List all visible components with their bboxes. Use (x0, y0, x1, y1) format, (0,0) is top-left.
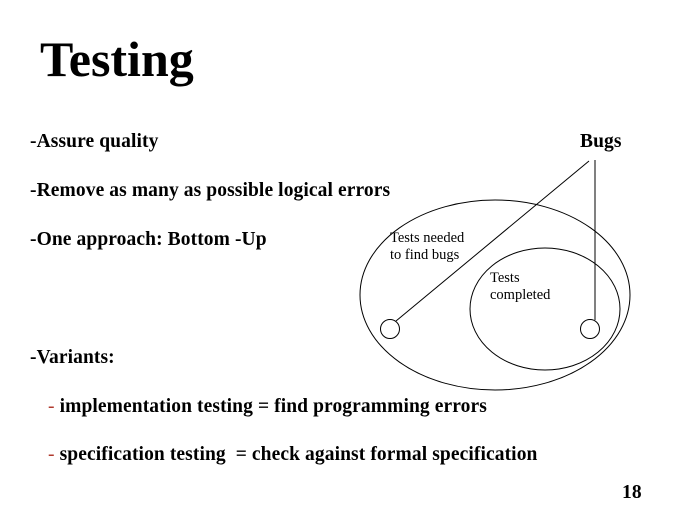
label-line: Tests (490, 270, 520, 286)
tests-completed-ellipse (469, 247, 621, 371)
bullet-remove-errors: -Remove as many as possible logical erro… (30, 180, 390, 202)
sub-bullet-text: specification testing = check against fo… (59, 444, 538, 465)
bullet-text: Remove as many as possible logical error… (36, 180, 391, 201)
bullet-assure-quality: -Assure quality (30, 131, 158, 153)
sub-bullet-dash: - (48, 444, 55, 465)
sub-bullet-dash: - (48, 396, 55, 417)
bug-circle-left (380, 319, 400, 339)
label-line: Tests needed (390, 230, 465, 246)
bullet-approach: -One approach: Bottom -Up (30, 229, 267, 251)
tests-needed-ellipse (359, 199, 631, 391)
bullet-dash: - (30, 229, 37, 250)
bullet-text: Variants: (36, 347, 115, 368)
bullet-variants: -Variants: (30, 347, 115, 369)
label-line: completed (490, 287, 551, 303)
page-number: 18 (622, 482, 642, 503)
bug-circle-right (580, 319, 600, 339)
sub-bullet-specification: - specification testing = check against … (48, 444, 538, 466)
bullet-dash: - (30, 347, 37, 368)
sub-bullet-text: implementation testing = find programmin… (59, 396, 487, 417)
bug-pointer-line-left (395, 160, 590, 322)
slide-title: Testing (40, 31, 194, 87)
label-line: to find bugs (390, 247, 460, 263)
bullet-text: One approach: Bottom -Up (36, 229, 267, 250)
bugs-label: Bugs (580, 131, 622, 152)
bullet-dash: - (30, 180, 37, 201)
bullet-dash: - (30, 131, 37, 152)
bullet-text: Assure quality (36, 131, 159, 152)
sub-bullet-implementation: - implementation testing = find programm… (48, 396, 487, 418)
